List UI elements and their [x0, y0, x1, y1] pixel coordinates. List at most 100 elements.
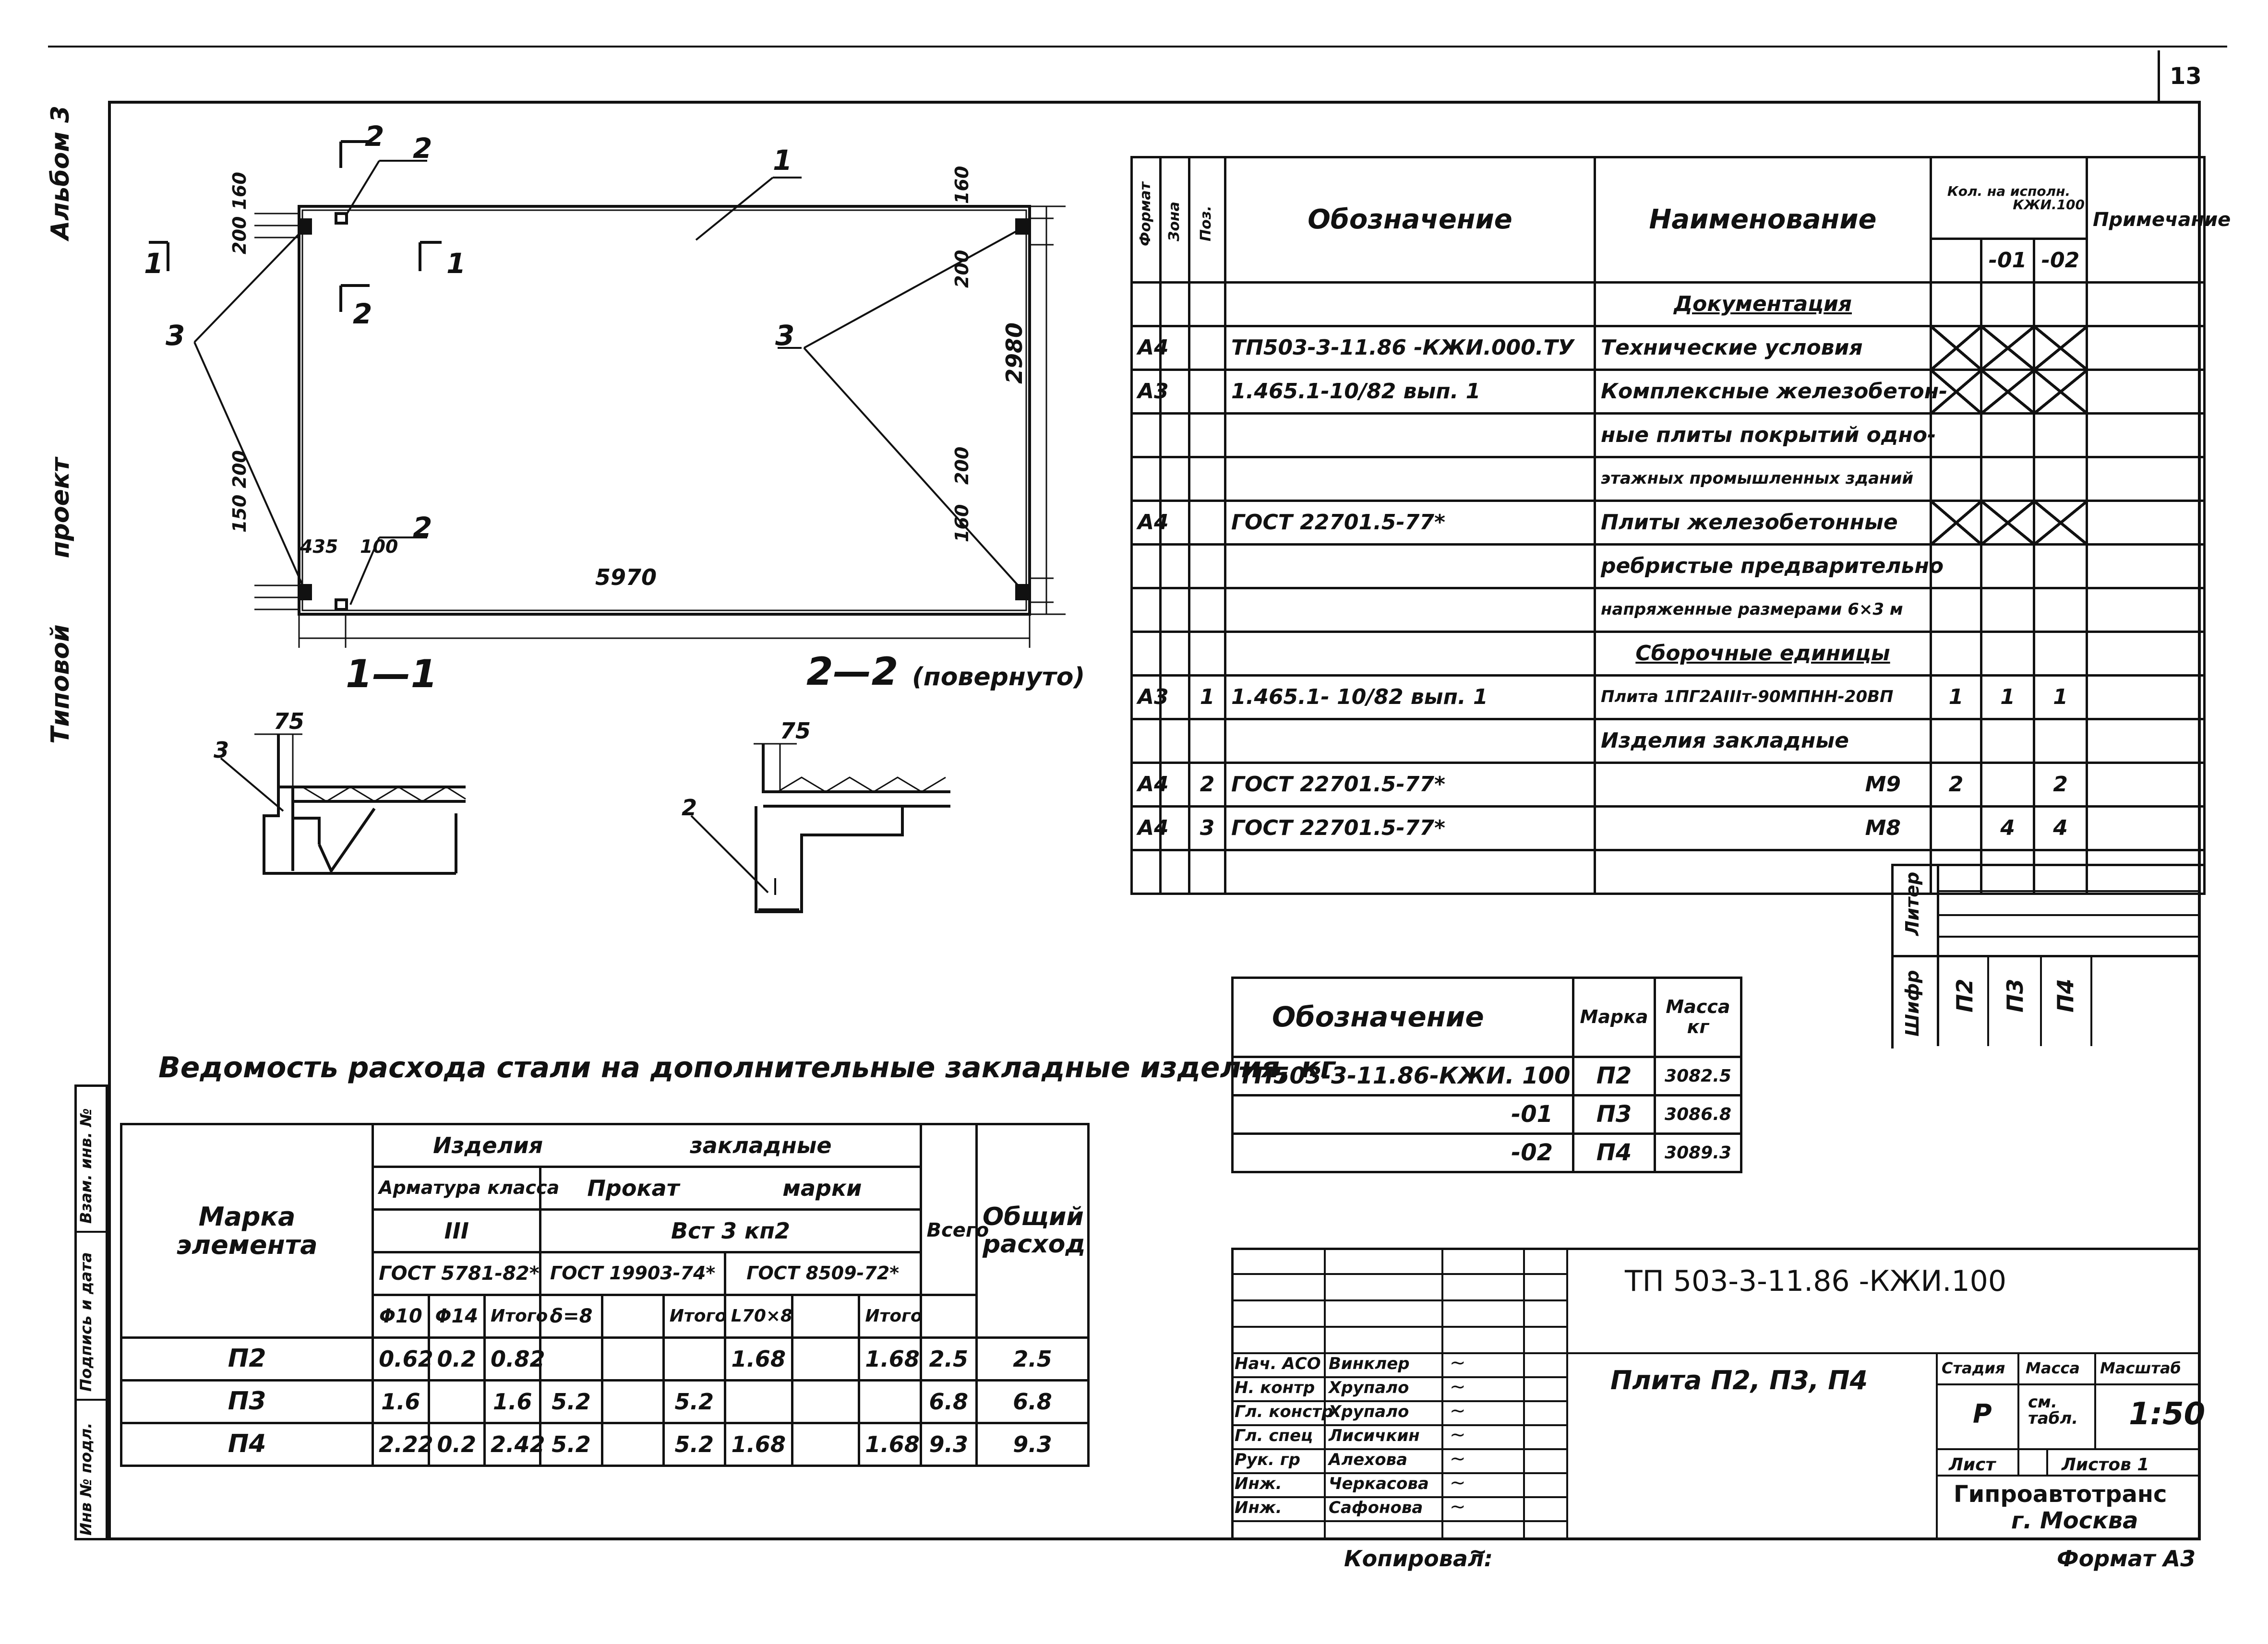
title-name: Плита П2, П3, П4 [1610, 1365, 1868, 1395]
title-stage-h: Стадия [1942, 1359, 2005, 1377]
person-role: Гл. констр [1235, 1402, 1333, 1421]
callout-2-top: 2 [413, 132, 432, 165]
spec-note [2086, 762, 2206, 808]
spec-qty-02 [2032, 587, 2088, 633]
spec-note [2086, 674, 2206, 720]
person-signature: ~ [1450, 1424, 1466, 1446]
steel-value: 1.68 [723, 1336, 793, 1382]
steel-h-mark: Марка элемента [120, 1123, 374, 1339]
mass-h-mark: Марка [1572, 977, 1656, 1058]
spec-designation: ГОСТ 22701.5-77* [1224, 500, 1596, 546]
dim-left-top: 200 160 [229, 172, 250, 254]
format-label: Формат А3 [2057, 1546, 2196, 1572]
steel-h-rebar: Арматура класса [372, 1166, 559, 1211]
left-stamp [74, 1084, 108, 1540]
steel-h-rolled: Прокат [539, 1166, 725, 1211]
spec-qty-02 [2032, 500, 2088, 546]
steel-value [723, 1379, 793, 1424]
spec-h-name: Наименование [1594, 156, 1932, 284]
spec-qty-02: 1 [2032, 674, 2088, 720]
steel-table: Марка элемента Изделия закладные Общий р… [120, 1123, 1090, 1467]
spec-zone [1159, 500, 1190, 546]
spec-name: Документация [1594, 281, 1932, 327]
spec-h-qty: Кол. на исполн. [1947, 183, 2071, 199]
steel-value: 0.82 [483, 1336, 545, 1382]
mass-designation: -02 [1231, 1132, 1574, 1173]
spec-zone [1159, 849, 1190, 895]
steel-h-c5 [600, 1294, 665, 1339]
person-role: Инж. [1235, 1474, 1282, 1493]
spec-qty-01 [1980, 456, 2035, 502]
spec-qty-01 [1980, 500, 2035, 546]
spec-pos [1188, 325, 1226, 371]
steel-h-gost2: ГОСТ 19903-74* [539, 1251, 726, 1296]
spec-qty-02 [2032, 369, 2088, 415]
spec-qty-01 [1980, 281, 2035, 327]
steel-value: 1.68 [858, 1336, 922, 1382]
spec-note [2086, 718, 2206, 764]
steel-value [791, 1379, 861, 1424]
spec-qty-02 [2032, 718, 2088, 764]
spec-name: ребристые предварительно [1594, 543, 1944, 589]
spec-note [2086, 543, 2206, 589]
steel-value [427, 1379, 486, 1424]
spec-zone [1159, 674, 1190, 720]
dim-right-lower: 200 [951, 446, 972, 485]
title-mass: см. табл. [2028, 1393, 2078, 1428]
mass-mark: П3 [1572, 1094, 1656, 1135]
spec-row: Документация [1130, 281, 2206, 327]
steel-h-c9: Итого [858, 1294, 923, 1339]
spec-qty-base: 2 [1930, 762, 1982, 808]
spec-h-designation: Обозначение [1224, 156, 1596, 284]
sheet-number-box [2158, 50, 2203, 101]
spec-row: напряженные размерами 6×3 м [1130, 587, 2206, 633]
spec-qty-01 [1980, 543, 2035, 589]
section-mark-2-bottom: 2 [353, 298, 372, 330]
spec-pos [1188, 412, 1226, 458]
spec-h-pos: Поз. [1198, 205, 1214, 241]
callout-2-bottom: 2 [413, 511, 432, 544]
section-2-dim: 75 [780, 718, 811, 744]
spec-qty-01: 4 [1980, 805, 2035, 851]
callout-1: 1 [773, 144, 792, 177]
steel-h-items: Изделия [372, 1123, 602, 1168]
section-2-pos: 2 [682, 795, 697, 821]
spec-pos [1188, 456, 1226, 502]
variant-letter-label: Литер [1902, 871, 1923, 936]
spec-qty-02: 2 [2032, 762, 2088, 808]
spec-row: ные плиты покрытий одно- [1130, 412, 2206, 458]
spec-qty-02 [2032, 849, 2088, 895]
steel-value: 0.62 [372, 1336, 433, 1382]
spec-qty-02 [2032, 281, 2088, 327]
title-city: г. Москва [2011, 1507, 2138, 1534]
person-name: Лисичкин [1329, 1426, 1420, 1445]
section-1-dim: 75 [274, 708, 305, 734]
spec-name: этажных промышленных зданий [1594, 456, 1932, 502]
spec-format [1130, 631, 1162, 677]
spec-name: М8 [1594, 805, 1932, 851]
left-stamp-repl: Взам. инв. № [77, 1108, 95, 1224]
spec-h-format: Формат [1137, 182, 1154, 246]
person-signature: ~ [1450, 1352, 1466, 1374]
title-sheets: Листов 1 [2062, 1455, 2149, 1475]
spec-qty-base [1930, 500, 1982, 546]
person-signature: ~ [1450, 1376, 1466, 1398]
spec-zone [1159, 631, 1190, 677]
person-role: Гл. спец [1235, 1426, 1313, 1445]
steel-overall: 9.3 [975, 1422, 1090, 1467]
spec-designation [1224, 543, 1596, 589]
spec-note [2086, 849, 2206, 895]
steel-value: 2.22 [372, 1422, 433, 1467]
steel-value: 0.2 [427, 1422, 486, 1467]
spec-zone [1159, 456, 1190, 502]
person-name: Хрупало [1329, 1378, 1409, 1397]
steel-h-c1: Φ10 [372, 1294, 430, 1339]
steel-h-c3: Итого [483, 1294, 548, 1339]
spec-qty-02 [2032, 456, 2088, 502]
spec-name: напряженные размерами 6×3 м [1594, 587, 1932, 633]
spec-qty-02 [2032, 412, 2088, 458]
spec-zone [1159, 543, 1190, 589]
